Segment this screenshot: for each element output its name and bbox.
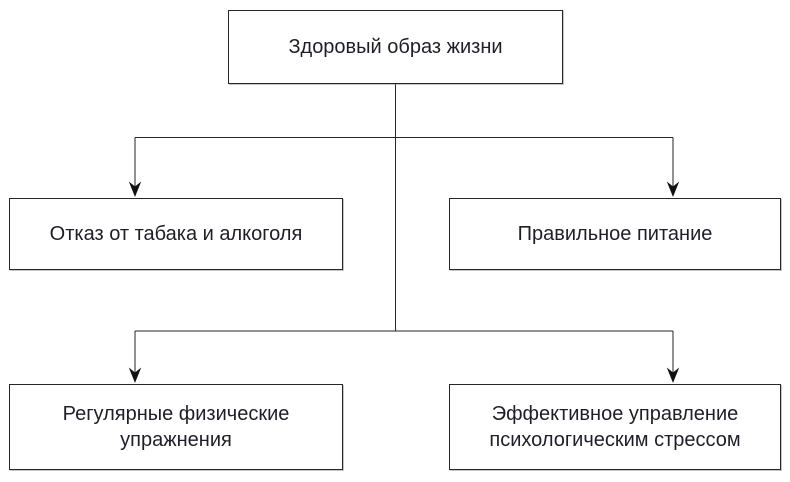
node-stress-management: Эффективное управление психологическим с…: [449, 384, 781, 470]
node-root-label: Здоровый образ жизни: [288, 35, 503, 58]
node-no-tobacco-alcohol: Отказ от табака и алкоголя: [9, 198, 343, 270]
arrowhead-icon: [128, 181, 142, 197]
node-proper-nutrition: Правильное питание: [449, 198, 781, 270]
node-regular-exercise-label: Регулярные физические упражнения: [62, 402, 290, 451]
arrowhead-icon: [128, 367, 142, 383]
arrowhead-icon: [666, 367, 680, 383]
node-regular-exercise: Регулярные физические упражнения: [9, 384, 343, 470]
node-no-tobacco-alcohol-label: Отказ от табака и алкоголя: [49, 222, 303, 245]
arrowhead-icon: [666, 181, 680, 197]
node-root: Здоровый образ жизни: [228, 10, 563, 84]
node-stress-management-label: Эффективное управление психологическим с…: [489, 402, 741, 451]
node-proper-nutrition-label: Правильное питание: [517, 222, 713, 245]
